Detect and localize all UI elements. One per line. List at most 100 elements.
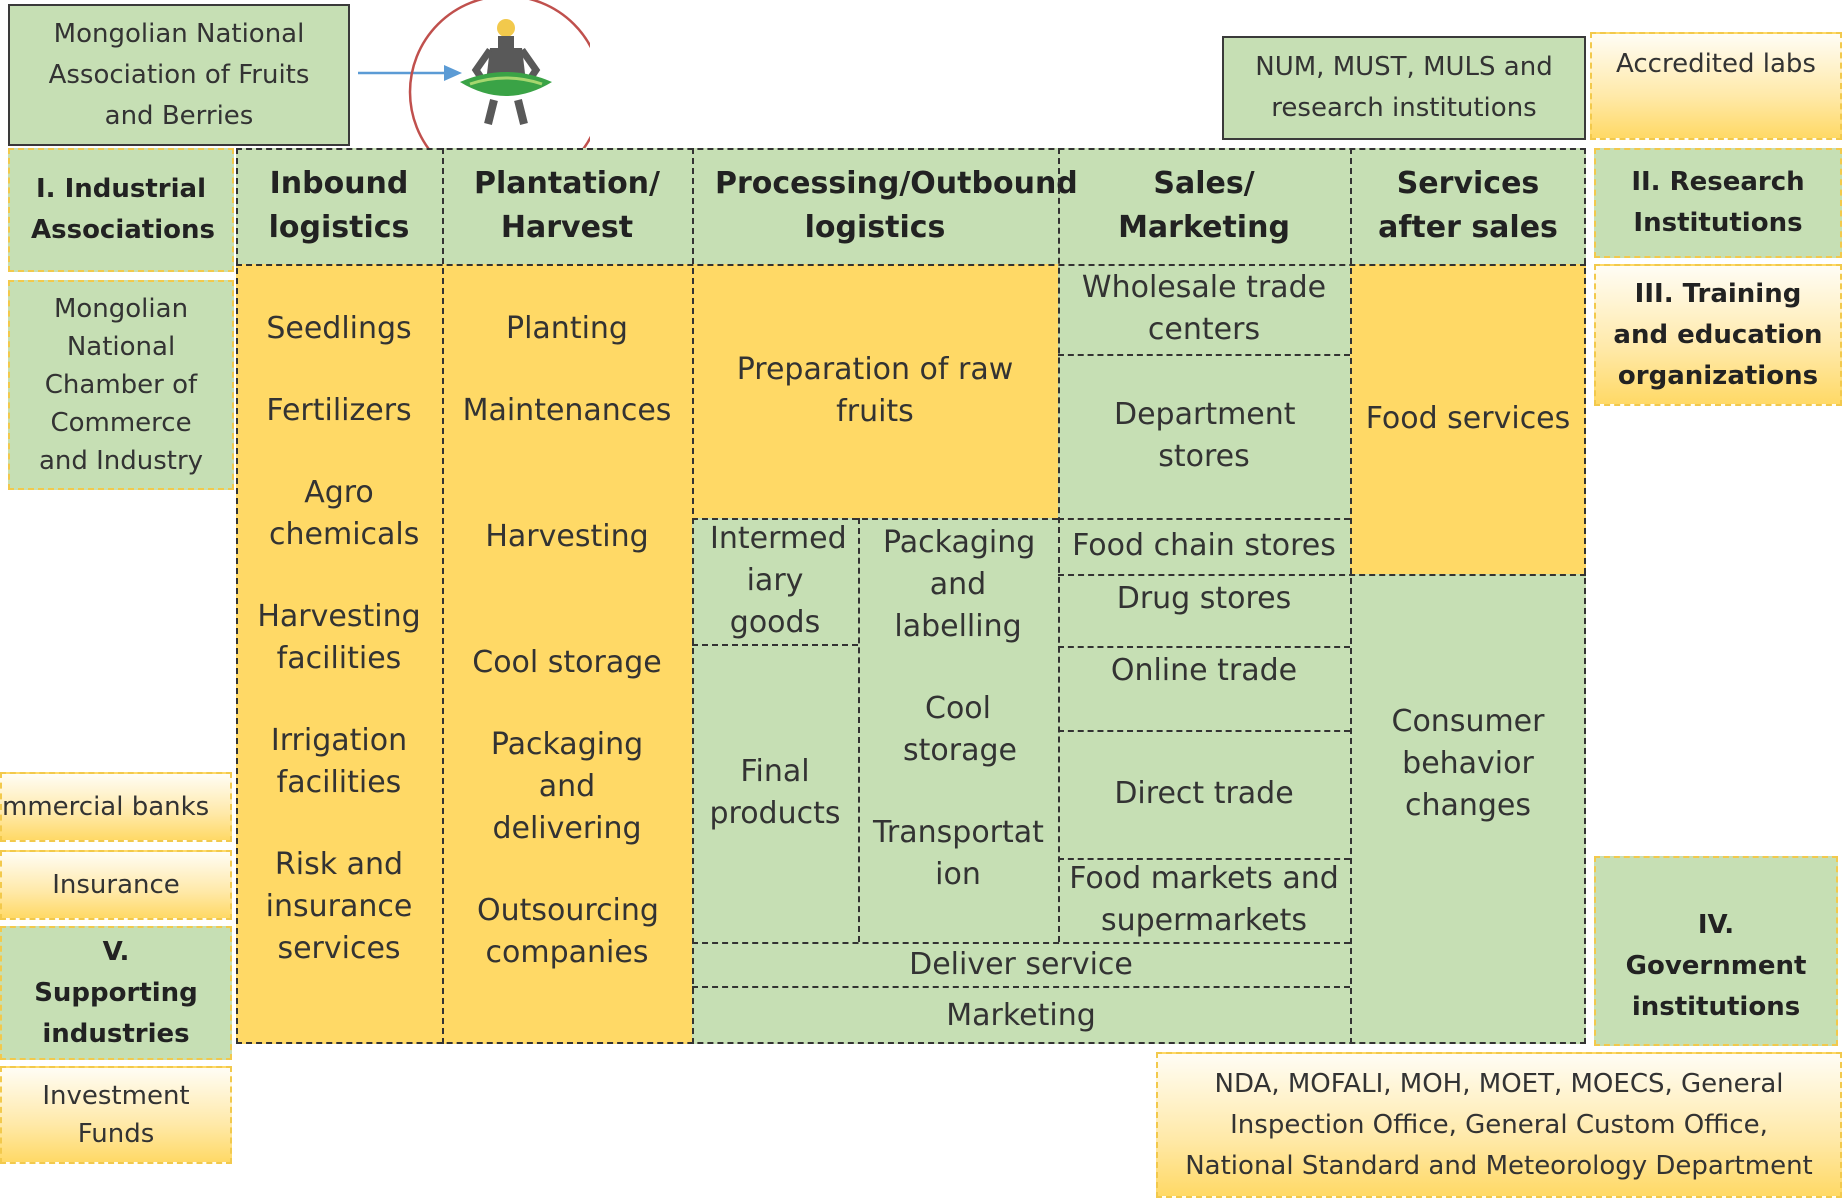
government-list-label: NDA, MOFALI, MOH, MOET, MOECS, General I… bbox=[1185, 1068, 1813, 1181]
department-label: Department stores bbox=[1114, 397, 1296, 474]
header-plantation-label: Plantation/ Harvest bbox=[473, 166, 660, 245]
inbound-item-seedlings: Seedlings bbox=[266, 311, 412, 346]
inbound-item-irrigation-facilities: Irrigation facilities bbox=[270, 723, 408, 800]
government-label: IV. Government institutions bbox=[1625, 909, 1807, 1022]
accredited-labs-label: Accredited labs bbox=[1616, 49, 1816, 79]
drug-stores-label: Drug stores bbox=[1116, 581, 1292, 616]
grid-line bbox=[236, 148, 1586, 150]
grid-line bbox=[1584, 148, 1586, 1044]
supporting-industries-label: V. Supporting industries bbox=[34, 936, 198, 1049]
direct-trade-label: Direct trade bbox=[1114, 776, 1294, 811]
inbound-item-harvesting-facilities: Harvesting facilities bbox=[257, 599, 421, 676]
grid-line bbox=[1350, 148, 1352, 1044]
packaging-transport-cell: Packaging and labelling Cool storage Tra… bbox=[858, 518, 1058, 942]
insurance-label: Insurance bbox=[52, 869, 180, 900]
department-cell: Department stores bbox=[1058, 354, 1350, 518]
commercial-banks-label: mmercial banks bbox=[2, 791, 210, 822]
training-label: III. Training and education organization… bbox=[1613, 278, 1823, 391]
intermediary-label: Intermed iary goods bbox=[710, 521, 847, 640]
grid-line bbox=[1058, 646, 1350, 648]
cool-storage-label: Cool storage bbox=[903, 691, 1017, 768]
inbound-item-agro-chemicals: Agro chemicals bbox=[269, 475, 420, 552]
research-institutions-box: II. Research Institutions bbox=[1594, 148, 1842, 258]
processing-green-area bbox=[692, 518, 1058, 942]
plantation-item-harvesting: Harvesting bbox=[485, 519, 649, 554]
packaging-label: Packaging and labelling bbox=[883, 525, 1036, 644]
chamber-label: Mongolian National Chamber of Commerce a… bbox=[38, 294, 204, 476]
grid-line bbox=[692, 148, 694, 1044]
food-services-cell: Food services bbox=[1350, 264, 1586, 574]
plantation-item-cool-storage: Cool storage bbox=[472, 645, 662, 680]
online-trade-cell: Online trade bbox=[1058, 646, 1350, 730]
grid-line bbox=[692, 942, 1350, 944]
research-universities-box: NUM, MUST, MULS and research institution… bbox=[1222, 36, 1586, 140]
government-list-box: NDA, MOFALI, MOH, MOET, MOECS, General I… bbox=[1156, 1052, 1842, 1198]
food-markets-label: Food markets and supermarkets bbox=[1069, 861, 1339, 938]
plantation-item-packaging: Packaging and delivering bbox=[490, 727, 644, 846]
preparation-cell: Preparation of raw fruits bbox=[692, 264, 1058, 518]
plantation-item-planting: Planting bbox=[506, 311, 628, 346]
grid-line bbox=[1058, 518, 1350, 520]
preparation-label: Preparation of raw fruits bbox=[736, 352, 1014, 429]
sales-column-bg bbox=[1058, 264, 1350, 942]
grid-line bbox=[692, 644, 858, 646]
grid-line bbox=[442, 148, 444, 1044]
grid-line bbox=[1058, 574, 1586, 576]
chamber-box: Mongolian National Chamber of Commerce a… bbox=[8, 280, 234, 490]
investment-funds-label: Investment Funds bbox=[42, 1081, 190, 1149]
marketing-cell: Marketing bbox=[692, 988, 1350, 1044]
industrial-associations-label: I. Industrial Associations bbox=[31, 174, 215, 245]
grid-line bbox=[236, 264, 1586, 266]
plantation-column: Planting Maintenances Harvesting Cool st… bbox=[442, 264, 692, 1044]
plantation-item-outsourcing: Outsourcing companies bbox=[477, 893, 659, 970]
consumer-behavior-label: Consumer behavior changes bbox=[1391, 704, 1545, 823]
header-inbound-label: Inbound logistics bbox=[268, 166, 410, 245]
food-chain-cell: Food chain stores bbox=[1058, 518, 1350, 574]
deliver-service-label: Deliver service bbox=[909, 947, 1133, 982]
header-inbound: Inbound logistics bbox=[236, 148, 442, 264]
wholesale-cell: Wholesale trade centers bbox=[1058, 264, 1350, 354]
header-processing: Processing/Outbound logistics bbox=[692, 148, 1078, 264]
grid-line bbox=[858, 518, 860, 942]
grid-line bbox=[236, 1042, 1586, 1044]
accredited-labs-box: Accredited labs bbox=[1590, 32, 1842, 140]
grid-line bbox=[1058, 148, 1060, 942]
marketing-label: Marketing bbox=[946, 998, 1096, 1033]
header-processing-label: Processing/Outbound logistics bbox=[715, 166, 1078, 245]
inbound-column: Seedlings Fertilizers Agro chemicals Har… bbox=[236, 264, 442, 1044]
online-trade-label: Online trade bbox=[1110, 653, 1298, 688]
header-row-bg bbox=[236, 148, 1586, 264]
header-services-label: Services after sales bbox=[1378, 166, 1558, 245]
insurance-box: Insurance bbox=[0, 850, 232, 920]
food-markets-cell: Food markets and supermarkets bbox=[1058, 858, 1350, 942]
commercial-banks-box: mmercial banks bbox=[0, 772, 232, 842]
research-institutions-label: II. Research Institutions bbox=[1631, 167, 1805, 238]
plantation-item-maintenances: Maintenances bbox=[462, 393, 672, 428]
wholesale-label: Wholesale trade centers bbox=[1081, 270, 1327, 347]
investment-funds-box: Investment Funds bbox=[0, 1066, 232, 1164]
fruit-association-box: Mongolian National Association of Fruits… bbox=[8, 4, 350, 146]
fruit-association-label: Mongolian National Association of Fruits… bbox=[48, 18, 310, 131]
inbound-item-fertilizers: Fertilizers bbox=[266, 393, 412, 428]
drug-stores-cell: Drug stores bbox=[1058, 574, 1350, 646]
food-services-label: Food services bbox=[1365, 401, 1571, 436]
industrial-associations-box: I. Industrial Associations bbox=[8, 148, 234, 272]
supporting-industries-box: V. Supporting industries bbox=[0, 926, 232, 1060]
header-sales-label: Sales/ Marketing bbox=[1118, 166, 1290, 245]
government-box: IV. Government institutions bbox=[1594, 856, 1838, 1046]
transportation-label: Transportat ion bbox=[873, 815, 1044, 892]
training-box: III. Training and education organization… bbox=[1594, 264, 1842, 406]
intermediary-cell: Intermed iary goods bbox=[692, 518, 858, 644]
header-sales: Sales/ Marketing bbox=[1058, 148, 1350, 264]
grid-line bbox=[692, 518, 1058, 520]
arrow-icon bbox=[358, 65, 462, 81]
header-plantation: Plantation/ Harvest bbox=[442, 148, 692, 264]
grid-line bbox=[1058, 858, 1350, 860]
deliver-service-cell: Deliver service bbox=[692, 942, 1350, 988]
grid-line bbox=[1058, 354, 1350, 356]
final-products-label: Final products bbox=[709, 754, 841, 831]
food-chain-label: Food chain stores bbox=[1072, 528, 1336, 563]
research-universities-label: NUM, MUST, MULS and research institution… bbox=[1255, 52, 1553, 123]
grid-line bbox=[692, 986, 1350, 988]
consumer-behavior-cell: Consumer behavior changes bbox=[1350, 574, 1586, 1044]
